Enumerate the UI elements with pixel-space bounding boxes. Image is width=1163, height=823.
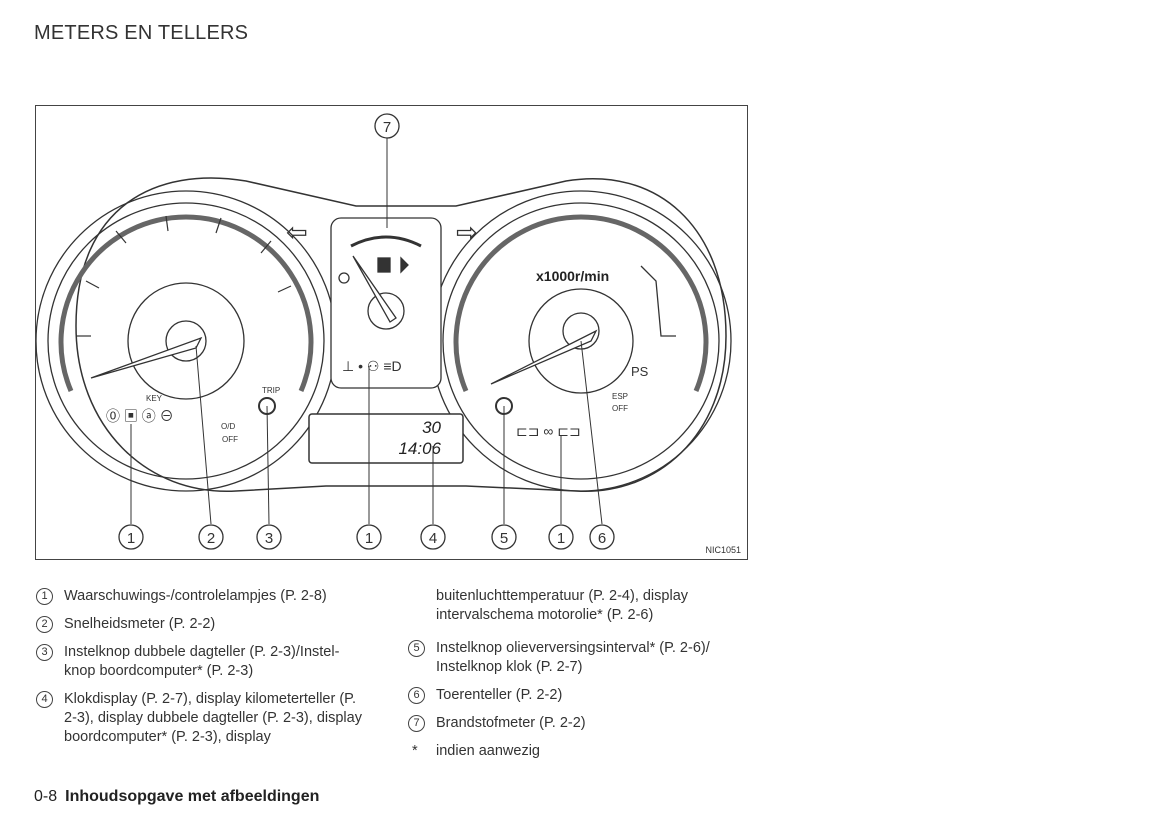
cluster-outline	[75, 177, 727, 492]
esp-off-label: OFF	[612, 404, 628, 413]
legend-num: 2	[36, 616, 53, 633]
instrument-cluster-figure: x1000r/min ⇦ ⇨ ⊥ • ⚇ ≡D 30 14:06	[35, 105, 748, 560]
footnote-text: indien aanwezig	[436, 743, 540, 759]
page-number: 0-8	[34, 788, 58, 805]
legend-item: 1 Waarschuwings-/controlelampjes (P. 2-8)	[36, 587, 366, 606]
legend-num: 3	[36, 644, 53, 661]
legend-item: 2 Snelheidsmeter (P. 2-2)	[36, 615, 366, 634]
fuel-gauge: ⊥ • ⚇ ≡D	[330, 217, 442, 389]
section-title: Inhoudsopgave met afbeeldingen	[65, 788, 320, 805]
ps-label: PS	[631, 364, 649, 379]
legend-num: 4	[36, 691, 53, 708]
figure-code: NIC1051	[705, 545, 741, 555]
callout-1: 1	[127, 530, 135, 547]
callout-1b: 1	[365, 530, 373, 547]
footnote-mark: *	[412, 743, 418, 759]
callouts: 7 1 2 3 1 4 5 1 6	[118, 113, 615, 550]
callout-6: 6	[598, 530, 606, 547]
callout-4: 4	[429, 530, 437, 547]
key-label: KEY	[146, 394, 163, 403]
legend-item: 5 Instelknop olieverversingsinterval* (P.…	[408, 639, 728, 677]
lcd-line-2: 14:06	[398, 439, 441, 458]
legend-item: 4 Klokdisplay (P. 2-7), display kilometer…	[36, 690, 366, 747]
legend-num: 1	[36, 588, 53, 605]
legend-text: Instelknop olieverversingsinterval* (P. …	[436, 640, 710, 675]
callout-1c: 1	[557, 530, 565, 547]
legend-text: Toerenteller (P. 2-2)	[436, 687, 563, 703]
legend-item: 3 Instelknop dubbele dagteller (P. 2-3)/I…	[36, 643, 366, 681]
od-label: O/D	[221, 422, 235, 431]
turn-right-arrow-icon: ⇨	[456, 217, 478, 247]
lcd-line-1: 30	[422, 418, 441, 437]
legend-left: 1 Waarschuwings-/controlelampjes (P. 2-8)…	[36, 587, 366, 756]
tach-unit-label: x1000r/min	[536, 268, 609, 284]
legend-num: 7	[408, 715, 425, 732]
left-warning-icons: ⓪ ▣ ⓐ ⊖	[106, 408, 174, 424]
page-title: METERS EN TELLERS	[34, 22, 249, 44]
callout-7: 7	[383, 119, 391, 136]
warning-icons: ⊥ • ⚇ ≡D	[342, 358, 402, 374]
legend-num: 6	[408, 687, 425, 704]
tachometer: x1000r/min	[430, 190, 732, 492]
legend-right: buitenluchttemperatuur (P. 2-4), display…	[408, 587, 728, 770]
esp-label: ESP	[612, 392, 628, 401]
legend-text: Brandstofmeter (P. 2-2)	[436, 715, 586, 731]
legend-continuation: buitenluchttemperatuur (P. 2-4), display…	[436, 588, 689, 623]
legend-text: Instelknop dubbele dagteller (P. 2-3)/In…	[64, 644, 340, 679]
legend-text: Waarschuwings-/controlelampjes (P. 2-8)	[64, 588, 327, 604]
legend-text: Snelheidsmeter (P. 2-2)	[64, 616, 216, 632]
right-warning-icons: ⊏⊐ ∞ ⊏⊐	[516, 423, 581, 439]
legend-item: 6 Toerenteller (P. 2-2)	[408, 686, 728, 705]
legend-text: Klokdisplay (P. 2-7), display kilometert…	[64, 691, 362, 745]
turn-left-arrow-icon: ⇦	[286, 217, 308, 247]
page-footer: 0-8 Inhoudsopgave met afbeeldingen	[34, 788, 319, 806]
callout-5: 5	[500, 530, 508, 547]
callout-3: 3	[265, 530, 273, 547]
footnote: * indien aanwezig	[408, 742, 728, 761]
lcd-display: 30 14:06	[308, 413, 464, 464]
trip-label: TRIP	[262, 386, 280, 395]
legend-num: 5	[408, 640, 425, 657]
callout-2: 2	[207, 530, 215, 547]
legend-item: 7 Brandstofmeter (P. 2-2)	[408, 714, 728, 733]
od-off-label: OFF	[222, 435, 238, 444]
